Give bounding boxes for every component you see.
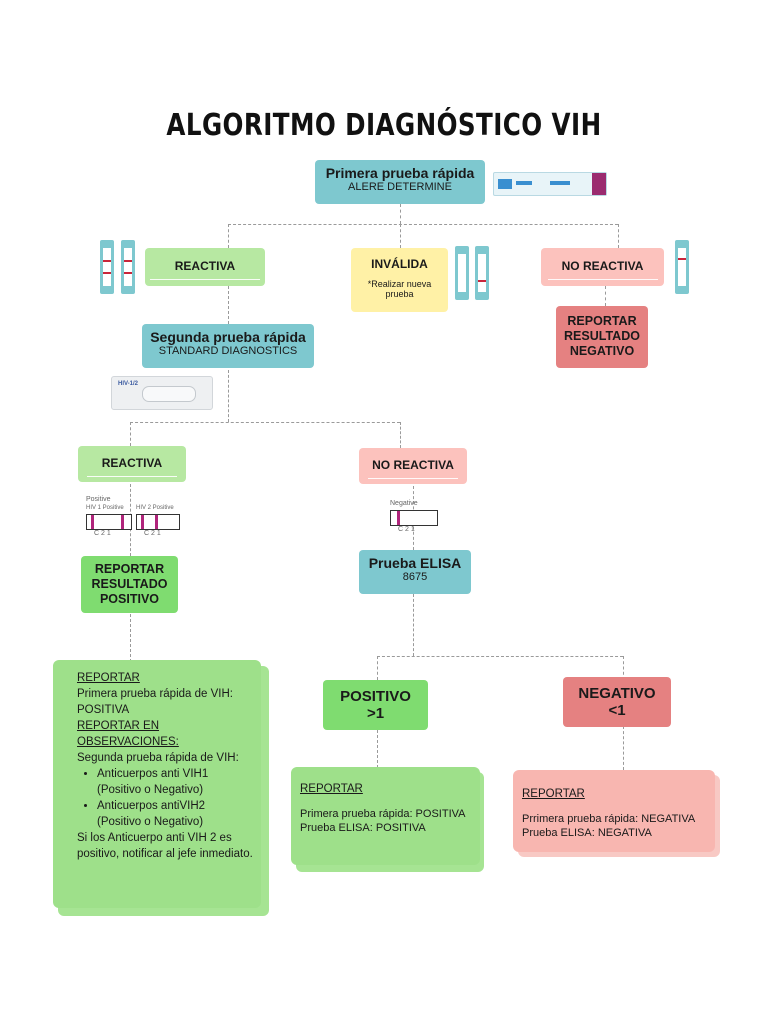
connector xyxy=(400,422,401,448)
connector xyxy=(228,286,229,324)
elisa-positive-value: >1 xyxy=(366,705,385,722)
elisa-title: Prueba ELISA xyxy=(368,555,462,571)
elisa-positive-title: POSITIVO xyxy=(340,688,411,705)
elisa-negative-box: NEGATIVO <1 xyxy=(563,677,671,727)
report-right-panel: REPORTAR Prrimera prueba rápida: NEGATIV… xyxy=(513,770,715,852)
reactive-box: REACTIVA xyxy=(145,248,265,286)
elisa-box: Prueba ELISA 8675 xyxy=(359,550,471,594)
test-strip-icon xyxy=(475,246,489,300)
second-test-title: Segunda prueba rápida xyxy=(150,329,306,345)
invalid-label: INVÁLIDA xyxy=(371,257,428,271)
connector xyxy=(377,656,623,657)
report-left-panel: REPORTAR Primera prueba rápida de VIH: P… xyxy=(53,660,261,908)
report-left-heading: OBSERVACIONES: xyxy=(77,736,179,748)
cassette-marks: C 2 1 xyxy=(94,530,111,537)
first-test-title: Primera prueba rápida xyxy=(325,165,475,181)
connector xyxy=(228,370,229,422)
report-right-line: Prueba ELISA: NEGATIVA xyxy=(522,827,652,839)
connector xyxy=(623,726,624,770)
elisa-negative-title: NEGATIVO xyxy=(578,685,656,702)
elisa-negative-value: <1 xyxy=(608,702,626,719)
connector xyxy=(130,614,131,662)
connector xyxy=(400,224,401,248)
report-negative-box: REPORTAR RESULTADO NEGATIVO xyxy=(556,306,648,368)
hiv2-caption: HIV 2 Positive xyxy=(136,505,174,511)
test-strip-icon xyxy=(121,240,135,294)
nonreactive-label: NO REACTIVA xyxy=(561,259,644,273)
cassette-marks: C 2 1 xyxy=(398,526,415,533)
cassette-marks: C 2 1 xyxy=(144,530,161,537)
test-strip-icon xyxy=(455,246,469,300)
negative-caption: Negative xyxy=(390,500,418,507)
connector xyxy=(228,224,229,248)
nonreactive-box: NO REACTIVA xyxy=(541,248,664,286)
positive-caption: Positive xyxy=(86,496,111,503)
report-right-line: Prrimera prueba rápida: NEGATIVA xyxy=(522,813,696,825)
connector xyxy=(605,286,606,306)
elisa-subtitle: 8675 xyxy=(402,571,428,583)
invalid-box: INVÁLIDA *Realizar nueva prueba xyxy=(351,248,448,312)
report-mid-heading: REPORTAR xyxy=(300,783,363,795)
alere-strip-image xyxy=(493,172,607,196)
test-strip-icon xyxy=(675,240,689,294)
report-left-line: Primera prueba rápida de VIH: xyxy=(77,688,233,700)
report-mid-line: Primera prueba rápida: POSITIVA xyxy=(300,808,466,820)
second-test-subtitle: STANDARD DIAGNOSTICS xyxy=(158,345,298,357)
hiv2-positive-cassette xyxy=(136,514,180,530)
hiv1-positive-cassette xyxy=(86,514,132,530)
report-left-line: Si los Anticuerpo anti VIH 2 es positivo… xyxy=(77,832,253,860)
report-mid-line: Prueba ELISA: POSITIVA xyxy=(300,822,426,834)
report-left-heading: REPORTAR EN xyxy=(77,720,160,732)
invalid-note: *Realizar nueva prueba xyxy=(367,279,432,299)
report-left-bullets: Anticuerpos anti VIH1(Positivo o Negativ… xyxy=(77,766,249,830)
page-title: ALGORITMO DIAGNÓSTICO VIH xyxy=(166,108,602,143)
connector xyxy=(130,422,400,423)
connector xyxy=(377,730,378,768)
hiv1-caption: HIV 1 Positive xyxy=(86,505,124,511)
reactive-label: REACTIVA xyxy=(174,259,236,273)
connector xyxy=(413,594,414,656)
report-mid-panel: REPORTAR Primera prueba rápida: POSITIVA… xyxy=(291,767,480,865)
negative-cassette xyxy=(390,510,438,526)
report-left-line: Segunda prueba rápida de VIH: xyxy=(77,752,239,764)
second-test-box: Segunda prueba rápida STANDARD DIAGNOSTI… xyxy=(142,324,314,368)
second-nonreactive-box: NO REACTIVA xyxy=(359,448,467,484)
report-positive-label: REPORTAR RESULTADO POSITIVO xyxy=(91,562,168,606)
bullet-item: Anticuerpos anti VIH1(Positivo o Negativ… xyxy=(97,766,249,798)
report-positive-box: REPORTAR RESULTADO POSITIVO xyxy=(81,556,178,613)
report-left-line: POSITIVA xyxy=(77,704,130,716)
test-strip-icon xyxy=(100,240,114,294)
first-test-box: Primera prueba rápida ALERE DETERMINE xyxy=(315,160,485,204)
connector xyxy=(623,656,624,680)
second-reactive-box: REACTIVA xyxy=(78,446,186,482)
report-left-heading: REPORTAR xyxy=(77,672,140,684)
first-test-subtitle: ALERE DETERMINE xyxy=(348,181,452,193)
bullet-item: Anticuerpos antiVIH2(Positivo o Negativo… xyxy=(97,798,249,830)
connector xyxy=(130,422,131,446)
report-negative-label: REPORTAR RESULTADO NEGATIVO xyxy=(564,314,640,358)
sd-device-image: HIV-1/2 xyxy=(111,376,213,410)
connector xyxy=(228,224,618,225)
elisa-positive-box: POSITIVO >1 xyxy=(323,680,428,730)
connector xyxy=(377,656,378,680)
connector xyxy=(400,204,401,224)
second-nonreactive-label: NO REACTIVA xyxy=(372,458,454,472)
connector xyxy=(618,224,619,248)
report-right-heading: REPORTAR xyxy=(522,788,585,800)
sd-device-label: HIV-1/2 xyxy=(118,381,139,387)
second-reactive-label: REACTIVA xyxy=(101,456,163,470)
